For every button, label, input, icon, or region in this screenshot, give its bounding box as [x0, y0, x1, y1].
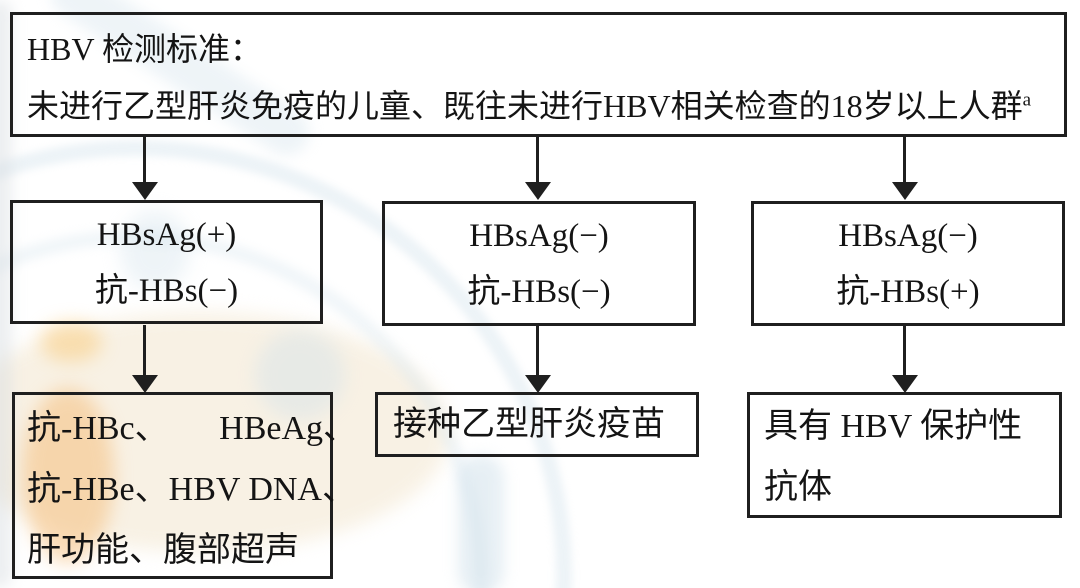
- arrow-stem: [536, 325, 539, 377]
- serology-line: HBsAg(−): [838, 218, 978, 254]
- criteria-box: HBV 检测标准： 未进行乙型肝炎免疫的儿童、既往未进行HBV相关检查的18岁以…: [10, 12, 1067, 137]
- serology-line: HBsAg(−): [469, 218, 609, 254]
- outcome-line: 肝功能、腹部超声: [27, 532, 299, 569]
- branch2-outcome-box: 接种乙型肝炎疫苗: [375, 392, 699, 457]
- outcome-line: 抗-HBc、 HBeAg、: [27, 410, 358, 447]
- arrowhead-down-icon: [525, 182, 551, 200]
- branch3-serology-box: HBsAg(−) 抗-HBs(+): [751, 201, 1065, 326]
- arrowhead-down-icon: [132, 375, 158, 393]
- arrow-branch3-to-outcome: [892, 325, 918, 393]
- outcome-line: 具有 HBV 保护性: [764, 408, 1023, 445]
- watermark-orange-spot: [40, 322, 102, 362]
- arrow-branch1-to-outcome: [132, 325, 158, 393]
- watermark-blue-band-bottom: [458, 455, 504, 588]
- outcome-line: 抗-HBe、HBV DNA、: [27, 471, 356, 508]
- arrow-branch2-to-outcome: [525, 325, 551, 393]
- arrow-top-to-branch1: [132, 137, 158, 200]
- serology-line: 抗-HBs(−): [94, 273, 239, 309]
- arrow-stem: [143, 325, 146, 377]
- serology-line: HBsAg(+): [96, 217, 237, 253]
- outcome-line: 抗体: [764, 469, 832, 506]
- serology-line: 抗-HBs(+): [836, 274, 980, 310]
- branch1-serology-box: HBsAg(+) 抗-HBs(−): [10, 200, 323, 324]
- arrow-stem: [903, 137, 906, 184]
- criteria-title: HBV 检测标准：: [27, 31, 262, 67]
- criteria-population-text: 未进行乙型肝炎免疫的儿童、既往未进行HBV相关检查的18岁以上人群: [27, 88, 1023, 124]
- arrow-stem: [903, 325, 906, 377]
- branch2-serology-box: HBsAg(−) 抗-HBs(−): [382, 201, 696, 326]
- arrowhead-down-icon: [525, 375, 551, 393]
- arrow-top-to-branch2: [525, 137, 551, 200]
- branch1-outcome-box: 抗-HBc、 HBeAg、 抗-HBe、HBV DNA、 肝功能、腹部超声: [12, 392, 358, 579]
- arrowhead-down-icon: [892, 182, 918, 200]
- arrowhead-down-icon: [132, 182, 158, 200]
- arrow-stem: [143, 137, 146, 184]
- footnote-marker: a: [1022, 89, 1032, 111]
- serology-line: 抗-HBs(−): [467, 274, 611, 310]
- arrow-stem: [536, 137, 539, 184]
- outcome-line: 接种乙型肝炎疫苗: [393, 406, 665, 443]
- criteria-population: 未进行乙型肝炎免疫的儿童、既往未进行HBV相关检查的18岁以上人群a: [27, 78, 1050, 135]
- branch3-outcome-box: 具有 HBV 保护性 抗体: [747, 392, 1062, 518]
- arrow-top-to-branch3: [892, 137, 918, 200]
- arrowhead-down-icon: [892, 375, 918, 393]
